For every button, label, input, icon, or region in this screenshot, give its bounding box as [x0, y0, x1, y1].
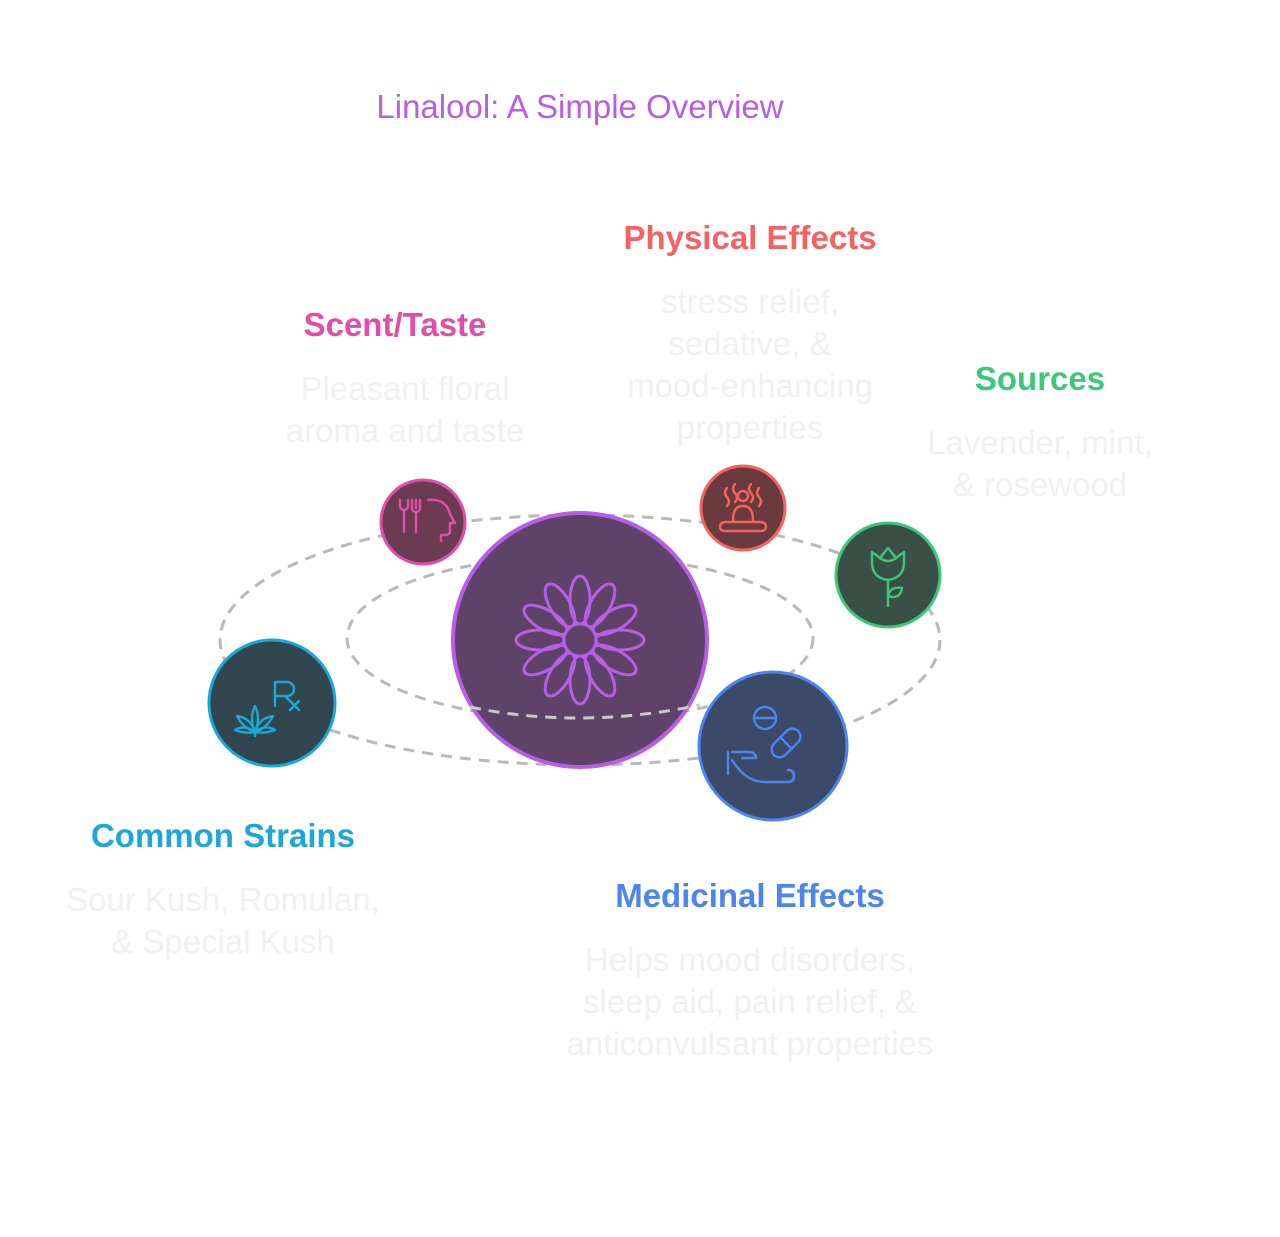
medicinal-effects-description: Helps mood disorders, sleep aid, pain re… [535, 939, 965, 1065]
common-strains-circle [207, 638, 337, 768]
center-node [451, 511, 709, 769]
physical-effects-block: Physical Effects stress relief, sedative… [550, 218, 950, 449]
sources-node [834, 521, 942, 629]
diagram-title: Linalool: A Simple Overview [376, 88, 784, 125]
physical-effects-description: stress relief, sedative, & mood-enhancin… [550, 281, 950, 449]
head-fork-icon [398, 498, 457, 543]
sources-description: Lavender, mint, & rosewood [900, 422, 1180, 506]
sources-desc-line: Lavender, mint, [927, 424, 1153, 461]
medicinal-effects-heading: Medicinal Effects [615, 877, 885, 914]
flower-icon [514, 574, 646, 706]
common-strains-block: Common Strains Sour Kush, Romulan, & Spe… [40, 816, 406, 963]
flower-center [562, 622, 598, 658]
medicinal-effects-desc-line: anticonvulsant properties [566, 1025, 934, 1062]
medicinal-effects-desc-line: sleep aid, pain relief, & [583, 983, 917, 1020]
common-strains-desc-line: Sour Kush, Romulan, [66, 881, 380, 918]
medicinal-effects-block: Medicinal Effects Helps mood disorders, … [535, 876, 965, 1065]
rose-icon [870, 546, 906, 608]
physical-effects-desc-line: mood-enhancing [627, 367, 873, 404]
scent-taste-description: Pleasant floral aroma and taste [245, 368, 565, 452]
scent-taste-circle [379, 478, 467, 566]
sources-desc-line: & rosewood [952, 466, 1128, 503]
common-strains-description: Sour Kush, Romulan, & Special Kush [40, 879, 406, 963]
orbit-front-arc [469, 703, 701, 720]
physical-effects-desc-line: sedative, & [668, 325, 832, 362]
scent-taste-desc-line: Pleasant floral [300, 370, 510, 407]
physical-effects-desc-line: properties [676, 409, 824, 446]
common-strains-node [207, 638, 337, 768]
pills-hand-icon [726, 705, 802, 784]
physical-effects-desc-line: stress relief, [661, 283, 839, 320]
scent-taste-node [379, 478, 467, 566]
sources-heading: Sources [974, 360, 1106, 397]
physical-effects-heading: Physical Effects [623, 219, 877, 256]
steam-relax-icon [718, 482, 768, 533]
medicinal-effects-node [697, 670, 849, 822]
sources-block: Sources Lavender, mint, & rosewood [900, 359, 1180, 506]
physical-effects-node [699, 464, 787, 552]
physical-effects-circle [699, 464, 787, 552]
cannabis-rx-icon [233, 680, 301, 738]
scent-taste-block: Scent/Taste Pleasant floral aroma and ta… [245, 305, 565, 452]
sources-circle [834, 521, 942, 629]
scent-taste-heading: Scent/Taste [303, 306, 487, 343]
scent-taste-desc-line: aroma and taste [285, 412, 525, 449]
medicinal-effects-desc-line: Helps mood disorders, [584, 941, 916, 978]
common-strains-heading: Common Strains [90, 817, 356, 854]
common-strains-desc-line: & Special Kush [111, 923, 335, 960]
